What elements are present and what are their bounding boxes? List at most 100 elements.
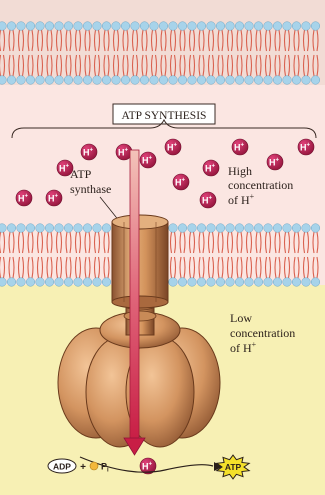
lipid-head — [55, 278, 64, 287]
lipid-head — [197, 278, 206, 287]
adp-text: ADP — [53, 462, 71, 472]
lipid-head — [216, 76, 225, 85]
lipid-head — [159, 76, 168, 85]
lipid-head — [83, 278, 92, 287]
lipid-head — [273, 278, 282, 287]
lipid-head — [45, 22, 54, 31]
lipid-head — [26, 224, 35, 233]
lipid-head — [55, 76, 64, 85]
lipid-head — [7, 278, 16, 287]
lipid-head — [74, 278, 83, 287]
lipid-head — [264, 278, 273, 287]
lipid-head — [169, 278, 178, 287]
low-label-line2: concentration — [230, 326, 295, 340]
lipid-head — [226, 76, 235, 85]
lipid-head — [216, 224, 225, 233]
lipid-head — [83, 76, 92, 85]
lipid-head — [245, 76, 254, 85]
lipid-head — [93, 76, 102, 85]
high-label-line2: concentration — [228, 178, 293, 192]
lipid-head — [311, 278, 320, 287]
lipid-head — [17, 76, 26, 85]
lipid-head — [26, 278, 35, 287]
lipid-head — [292, 22, 301, 31]
lipid-head — [235, 76, 244, 85]
synthase-label-line2: synthase — [70, 182, 111, 196]
lipid-head — [178, 76, 187, 85]
lipid-head — [264, 22, 273, 31]
lipid-head — [169, 224, 178, 233]
lipid-head — [283, 278, 292, 287]
lipid-head — [102, 278, 111, 287]
lipid-head — [36, 278, 45, 287]
lipid-head — [302, 22, 311, 31]
lipid-head — [245, 22, 254, 31]
lipid-head — [273, 22, 282, 31]
lipid-head — [273, 76, 282, 85]
lipid-head — [0, 22, 6, 31]
proton-icon: H+ — [232, 139, 248, 155]
proton-icon: H+ — [165, 139, 181, 155]
lipid-head — [188, 224, 197, 233]
top-membrane-background — [0, 0, 325, 85]
lipid-head — [254, 76, 263, 85]
lipid-head — [74, 76, 83, 85]
lipid-head — [17, 278, 26, 287]
lipid-head — [131, 22, 140, 31]
lipid-head — [0, 278, 6, 287]
lipid-head — [188, 22, 197, 31]
lipid-head — [245, 278, 254, 287]
lipid-head — [150, 76, 159, 85]
lipid-head — [83, 22, 92, 31]
lipid-head — [74, 22, 83, 31]
lipid-head — [207, 224, 216, 233]
lipid-head — [102, 76, 111, 85]
proton-icon: H+ — [298, 139, 314, 155]
lipid-head — [254, 22, 263, 31]
phosphate-icon — [90, 462, 98, 470]
proton-icon: H+ — [173, 174, 189, 190]
lipid-head — [216, 278, 225, 287]
lipid-head — [178, 278, 187, 287]
reaction-plus: + — [80, 462, 86, 473]
lipid-head — [226, 22, 235, 31]
proton-icon: H+ — [203, 160, 219, 176]
lipid-head — [311, 224, 320, 233]
lipid-head — [131, 76, 140, 85]
lipid-head — [112, 76, 121, 85]
lipid-head — [36, 22, 45, 31]
lipid-head — [64, 22, 73, 31]
lipid-head — [64, 76, 73, 85]
lipid-head — [264, 224, 273, 233]
proton-icon: H+ — [46, 190, 62, 206]
lipid-head — [93, 224, 102, 233]
lipid-head — [17, 22, 26, 31]
low-label-line1: Low — [230, 311, 252, 325]
lipid-head — [36, 224, 45, 233]
lipid-head — [36, 76, 45, 85]
lipid-head — [188, 76, 197, 85]
lipid-head — [292, 278, 301, 287]
lipid-head — [207, 278, 216, 287]
lipid-head — [235, 278, 244, 287]
lipid-head — [197, 22, 206, 31]
lipid-head — [102, 224, 111, 233]
lipid-head — [207, 76, 216, 85]
lipid-head — [121, 76, 130, 85]
proton-icon: H+ — [81, 144, 97, 160]
lipid-head — [283, 224, 292, 233]
lipid-head — [102, 22, 111, 31]
lipid-head — [216, 22, 225, 31]
lipid-head — [45, 278, 54, 287]
lipid-head — [45, 224, 54, 233]
lipid-head — [283, 76, 292, 85]
lipid-head — [302, 224, 311, 233]
lipid-head — [169, 22, 178, 31]
lipid-head — [235, 224, 244, 233]
lipid-head — [264, 76, 273, 85]
lipid-head — [150, 22, 159, 31]
lipid-head — [121, 22, 130, 31]
proton-icon: H+ — [57, 160, 73, 176]
